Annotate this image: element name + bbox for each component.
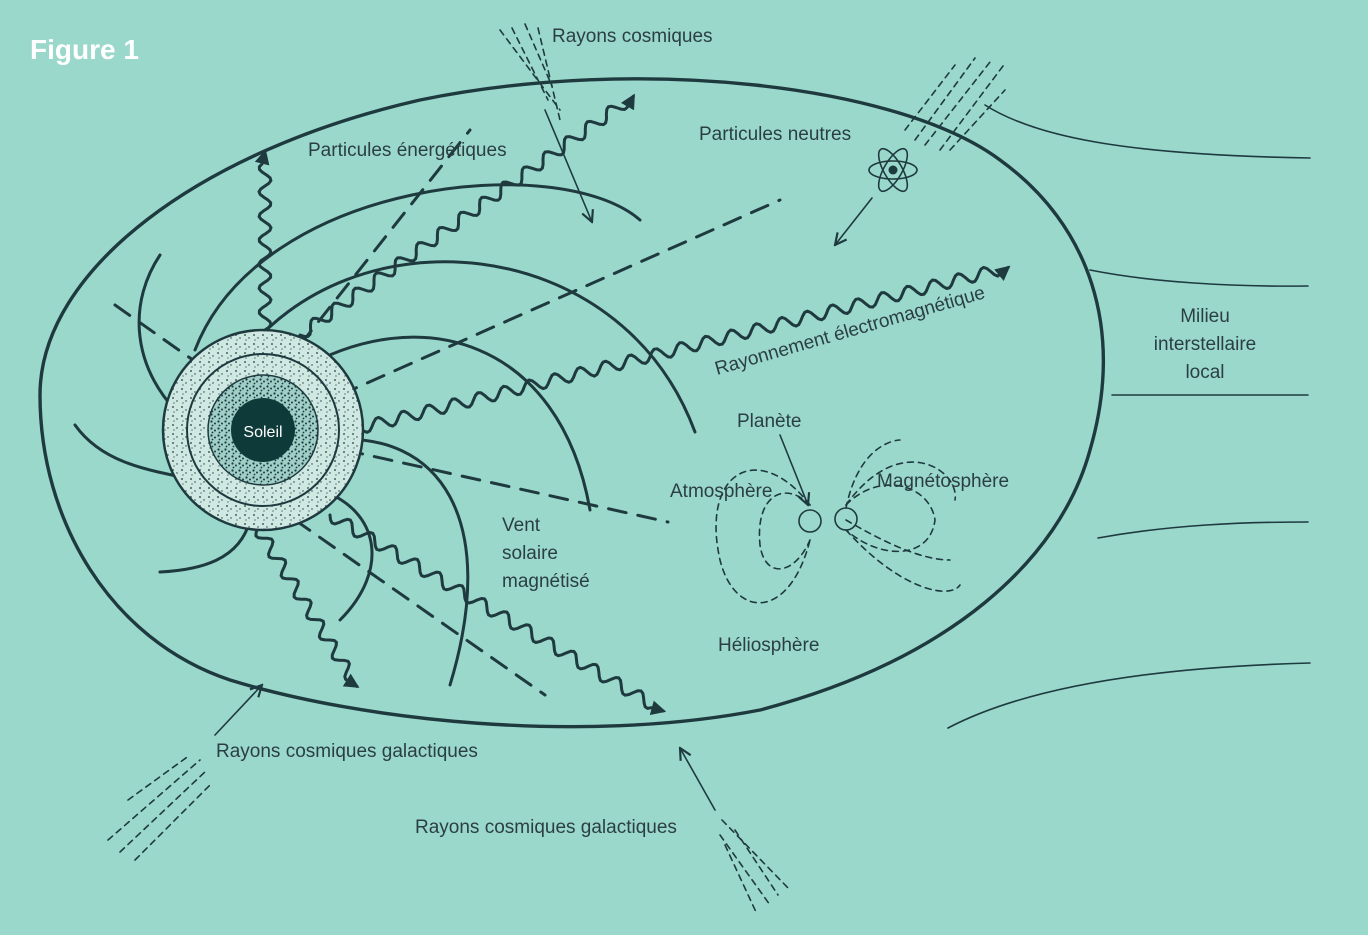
wavy-radiation-rays [256, 96, 1008, 711]
label-solar-wind-3: magnétisé [502, 571, 590, 592]
label-neutral-particles: Particules neutres [699, 124, 851, 145]
label-galactic-rays-left: Rayons cosmiques galactiques [216, 741, 478, 762]
label-interstellar-3: local [1185, 362, 1224, 383]
label-galactic-rays-bottom: Rayons cosmiques galactiques [415, 817, 677, 838]
interstellar-flow-lines [948, 105, 1310, 728]
wavy-ray-down [256, 528, 357, 686]
label-em-radiation: Rayonnement électromagnétique [713, 282, 988, 379]
wavy-ray-lower-right [330, 515, 663, 711]
label-planet: Planète [737, 411, 801, 432]
label-energetic-particles: Particules énergétiques [308, 140, 507, 161]
sun: Soleil [163, 330, 363, 530]
wavy-ray-up [259, 152, 271, 330]
planet-magnetosphere [716, 435, 960, 603]
label-atmosphere: Atmosphère [670, 481, 772, 502]
label-heliosphere: Héliosphère [718, 635, 819, 656]
label-solar-wind-1: Vent [502, 515, 541, 536]
neutral-particle-arrow [835, 198, 872, 245]
atom-icon [869, 145, 917, 196]
label-interstellar-1: Milieu [1180, 306, 1230, 327]
planet-circle [835, 508, 857, 530]
label-cosmic-rays: Rayons cosmiques [552, 26, 713, 47]
label-interstellar-2: interstellaire [1154, 334, 1256, 355]
sun-label: Soleil [243, 424, 282, 441]
label-solar-wind-2: solaire [502, 543, 558, 564]
label-magnetosphere: Magnétosphère [877, 471, 1009, 492]
planet-atmosphere-circle [799, 510, 821, 532]
